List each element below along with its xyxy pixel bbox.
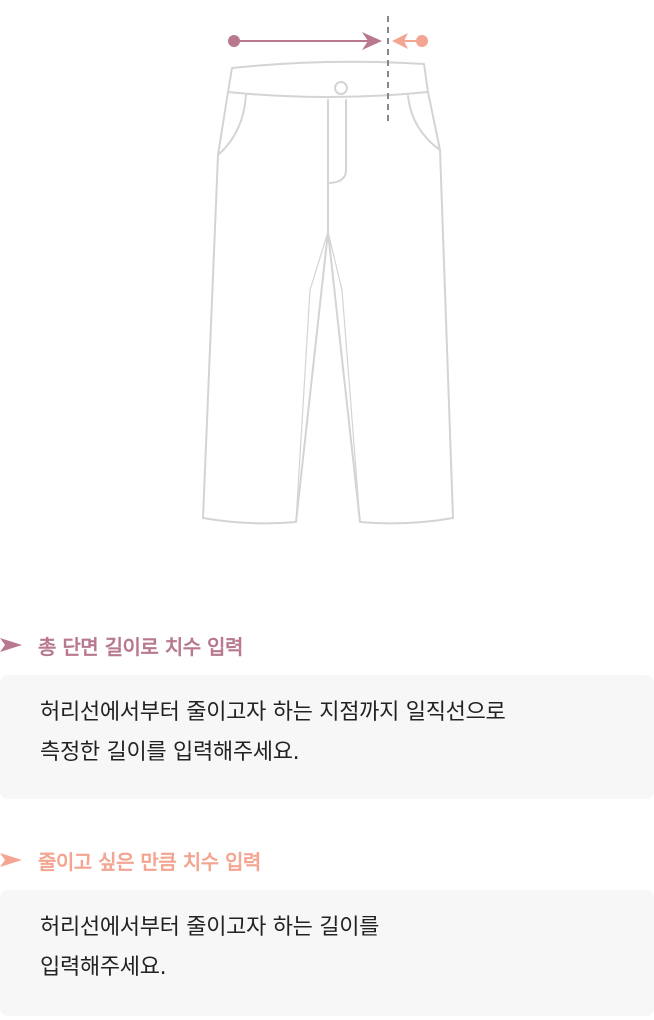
total-length-arrow-icon: [228, 32, 382, 50]
description-line: 입력해주세요.: [40, 955, 167, 980]
section-reduce-amount-heading: 줄이고 싶은 만큼 치수 입력: [0, 845, 261, 875]
description-line: 허리선에서부터 줄이고자 하는 지점까지 일직선으로: [40, 700, 506, 725]
arrowhead-right-icon: [0, 853, 22, 867]
section-total-length-heading: 총 단면 길이로 치수 입력: [0, 630, 243, 660]
description-line: 측정한 길이를 입력해주세요.: [40, 740, 300, 765]
section-title: 총 단면 길이로 치수 입력: [38, 634, 243, 659]
arrowhead-right-icon: [0, 638, 22, 652]
section-total-length-description: 허리선에서부터 줄이고자 하는 지점까지 일직선으로 측정한 길이를 입력해주세…: [0, 675, 654, 799]
section-title: 줄이고 싶은 만큼 치수 입력: [38, 849, 261, 874]
pants-icon: [202, 60, 454, 525]
description-line: 허리선에서부터 줄이고자 하는 길이를: [40, 915, 380, 940]
reduce-amount-arrow-icon: [392, 33, 428, 49]
section-reduce-amount-description: 허리선에서부터 줄이고자 하는 길이를 입력해주세요.: [0, 890, 654, 1016]
pants-measurement-illustration: [202, 16, 454, 525]
